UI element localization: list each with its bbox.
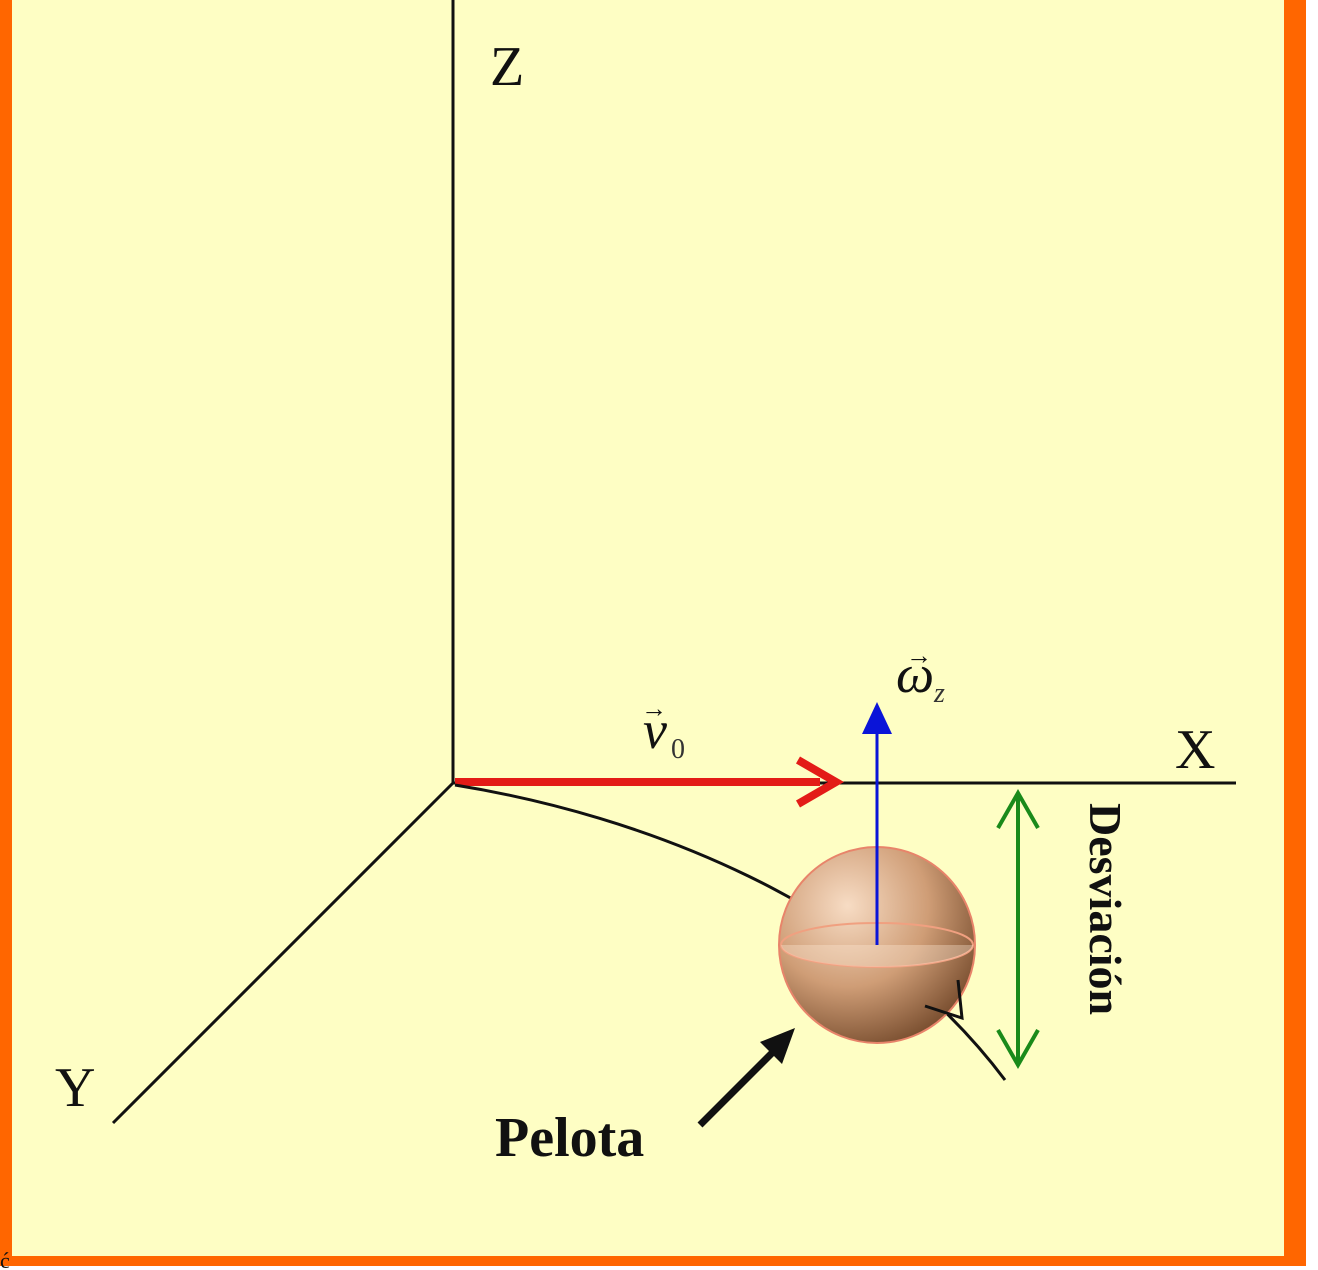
velocity-label: → v 0 [641,694,685,765]
angular-velocity-symbol: ω [896,644,934,704]
angular-velocity-arrowhead [862,702,892,734]
velocity-subscript: 0 [671,734,685,765]
deviation-arrowhead-bottom [996,1029,1040,1070]
diagram-background [12,0,1284,1256]
velocity-symbol: v [643,700,667,760]
x-axis-label: X [1175,719,1215,781]
y-axis [111,781,455,1125]
trajectory-arrowhead [924,979,964,1021]
pointer-arrowhead [760,1028,795,1064]
angular-velocity-subscript: z [933,678,945,709]
deviation-label: Desviación [1080,803,1131,1015]
angular-velocity-arrow-mark: → [906,641,932,670]
velocity-arrow-mark: → [641,694,667,723]
z-axis-label: Z [490,36,524,98]
velocity-arrowhead [795,756,844,808]
corner-fragment: ć [0,1248,10,1270]
angular-velocity-label: → ω z [896,641,945,709]
arrow-pointer-icon [697,1042,783,1128]
deviation-arrowhead-top [996,788,1040,829]
y-axis-label: Y [55,1057,95,1119]
ball-label: Pelota [495,1107,644,1169]
